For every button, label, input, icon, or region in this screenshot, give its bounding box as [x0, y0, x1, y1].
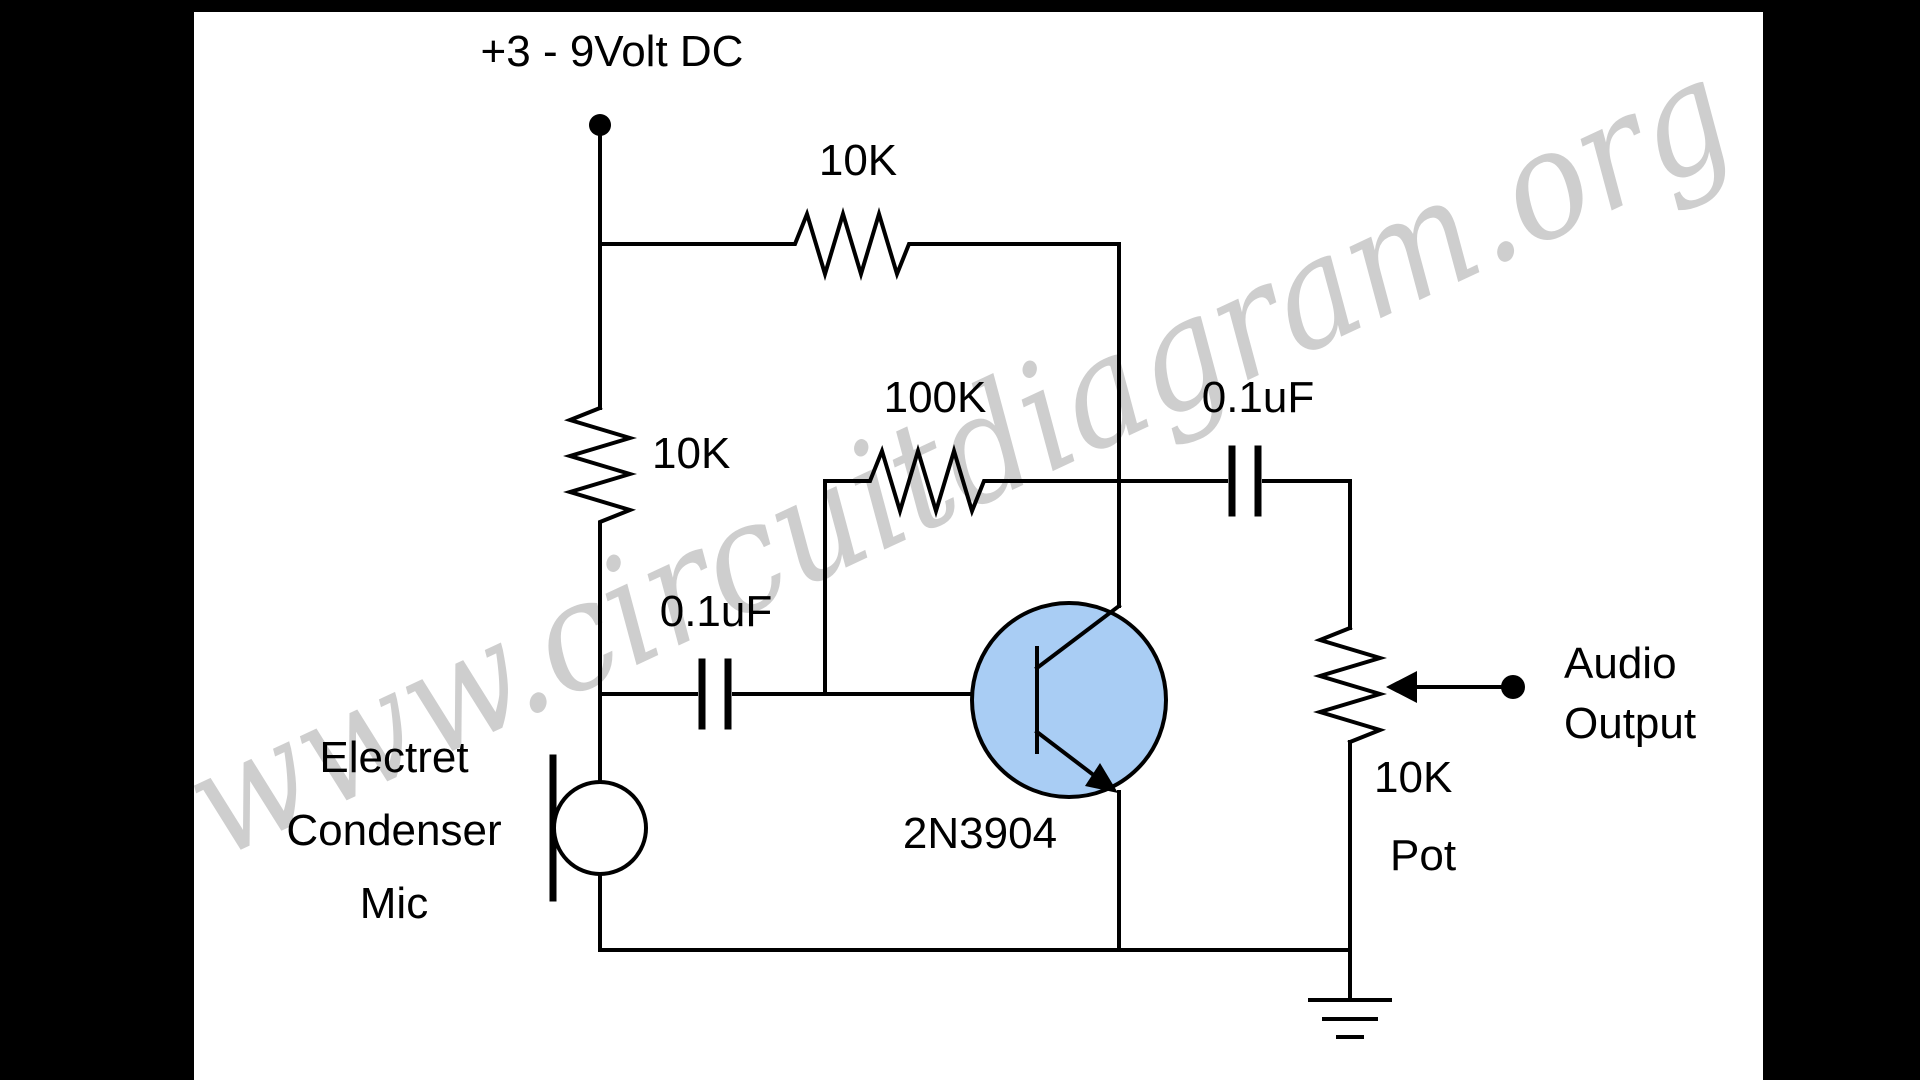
pot-wiper-arrow	[1386, 671, 1417, 703]
mic-body	[552, 780, 648, 876]
pot-name-label: Pot	[1390, 831, 1456, 880]
resistor-top-label: 10K	[819, 136, 897, 185]
mic-label-line1: Electret	[319, 733, 468, 782]
transistor-body	[970, 601, 1168, 799]
audio-output-label-line1: Audio	[1564, 639, 1677, 688]
transistor-label: 2N3904	[903, 809, 1057, 858]
capacitor-input-label: 0.1uF	[660, 587, 773, 636]
mic-label-line2: Condenser	[286, 806, 501, 855]
audio-output-label-line2: Output	[1564, 699, 1696, 748]
transistor-collector-lead	[1034, 603, 1122, 671]
resistor-feedback	[823, 444, 1121, 518]
audio-output-terminal-dot	[1501, 675, 1525, 699]
pot-value-label: 10K	[1374, 753, 1452, 802]
resistor-feedback-label: 100K	[884, 373, 987, 422]
resistor-divider	[563, 405, 637, 784]
mic-label-line3: Mic	[360, 879, 428, 928]
supply-label: +3 - 9Volt DC	[481, 27, 744, 76]
resistor-top	[598, 207, 1121, 281]
pot-resistor	[1313, 625, 1387, 745]
transistor-emitter-arrow	[1085, 763, 1118, 793]
diagram-canvas	[194, 12, 1763, 1080]
resistor-divider-label: 10K	[652, 429, 730, 478]
capacitor-output-label: 0.1uF	[1202, 373, 1315, 422]
